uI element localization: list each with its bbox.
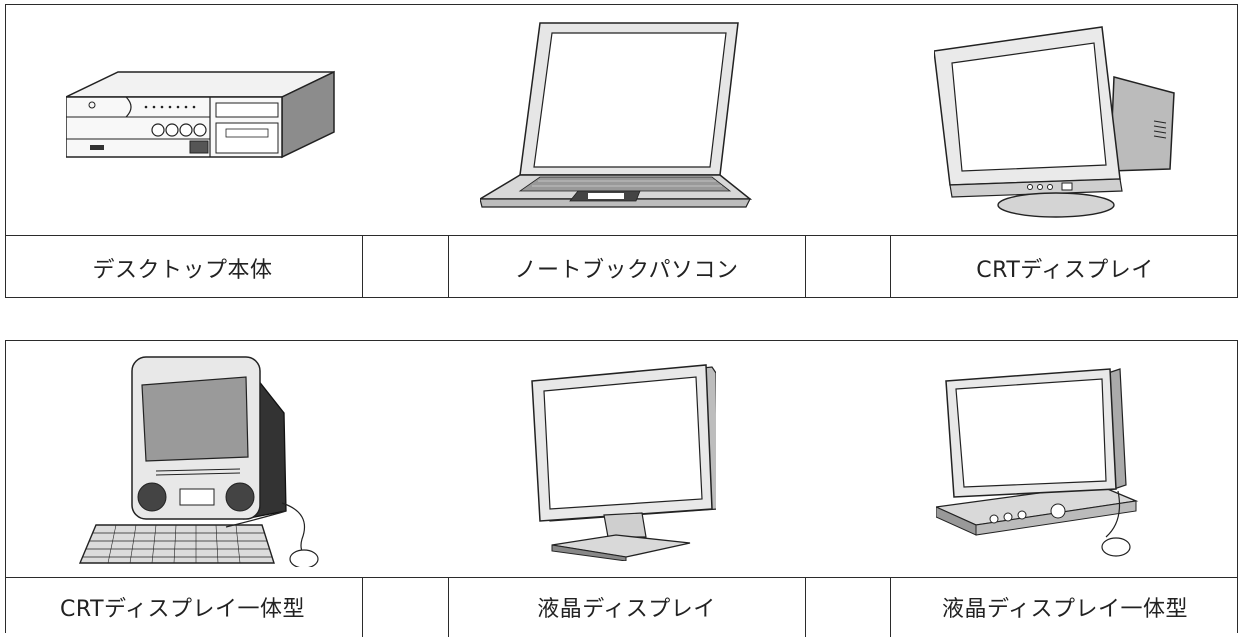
divider-line <box>6 235 1237 236</box>
label-crt-all-in-one: CRTディスプレイ一体型 <box>60 597 305 622</box>
laptop-icon <box>480 17 760 213</box>
label-laptop: ノートブックパソコン <box>514 258 739 283</box>
label-cell: 液晶ディスプレイ一体型 <box>890 577 1240 637</box>
lcd-monitor-icon <box>516 361 716 561</box>
desktop-unit-icon <box>66 67 336 167</box>
crt-all-in-one-icon <box>76 355 336 567</box>
label-cell: デスクトップ本体 <box>5 235 363 297</box>
label-cell: 液晶ディスプレイ <box>448 577 806 637</box>
label-desktop-unit: デスクトップ本体 <box>92 258 273 283</box>
label-crt-monitor: CRTディスプレイ <box>976 258 1154 283</box>
label-cell: CRTディスプレイ一体型 <box>5 577 363 637</box>
top-panel: デスクトップ本体 ノートブックパソコン CRTディスプレイ <box>5 4 1238 298</box>
crt-monitor-icon <box>934 21 1184 221</box>
lcd-all-in-one-icon <box>936 359 1176 559</box>
label-cell: CRTディスプレイ <box>890 235 1240 297</box>
bottom-panel: CRTディスプレイ一体型 液晶ディスプレイ 液晶ディスプレイ一体型 <box>5 340 1238 637</box>
label-lcd-all-in-one: 液晶ディスプレイ一体型 <box>942 597 1188 622</box>
divider-line <box>6 577 1237 578</box>
label-cell: ノートブックパソコン <box>448 235 806 297</box>
label-lcd-monitor: 液晶ディスプレイ <box>537 597 716 622</box>
